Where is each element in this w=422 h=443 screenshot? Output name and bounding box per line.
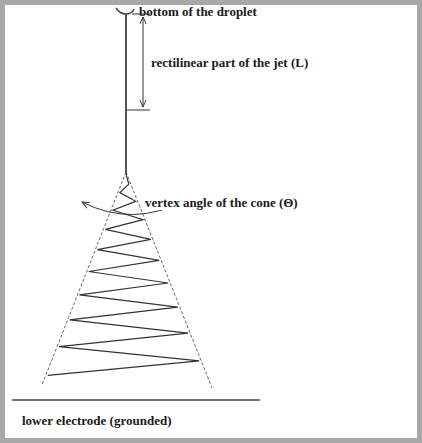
straight-jet — [125, 14, 127, 172]
jet-length-label: rectilinear part of the jet (L) — [151, 56, 308, 70]
droplet-bottom — [116, 8, 134, 14]
cone-edge — [42, 172, 126, 385]
lower-electrode — [12, 399, 260, 401]
electrode-label: lower electrode (grounded) — [22, 414, 171, 428]
frame-border — [3, 3, 420, 441]
angle-label: vertex angle of the cone (Θ) — [143, 196, 300, 210]
dimension-arrow — [143, 17, 144, 107]
droplet-label: bottom of the droplet — [139, 5, 257, 19]
dimension-tick — [126, 110, 150, 111]
